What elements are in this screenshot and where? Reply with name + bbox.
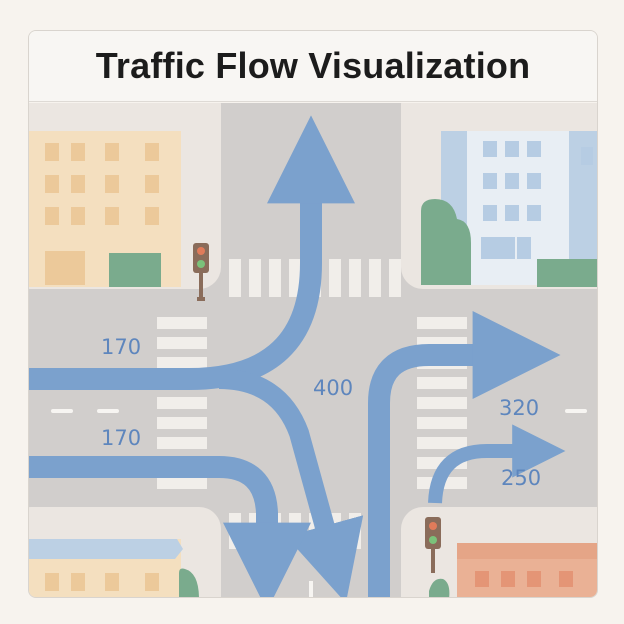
flow-label-east-lower: 250 xyxy=(501,466,541,490)
page-title: Traffic Flow Visualization xyxy=(95,45,531,86)
crosswalk-north xyxy=(229,259,401,297)
flow-label-east-upper: 320 xyxy=(499,396,539,420)
hedge xyxy=(109,253,161,287)
traffic-light-icon xyxy=(425,517,441,573)
tree xyxy=(421,199,471,285)
flow-arrows xyxy=(29,115,566,597)
intersection-map: 170 170 400 320 250 xyxy=(29,103,597,597)
flow-arrow-west-to-south-straight xyxy=(218,369,364,597)
building-ne xyxy=(421,131,597,287)
flow-arrow-south-to-east xyxy=(368,311,561,597)
building-se xyxy=(429,543,597,597)
flow-arrow-south-to-east-lower xyxy=(428,424,566,504)
building-sw xyxy=(29,539,199,597)
title-bar: Traffic Flow Visualization xyxy=(29,31,597,102)
traffic-light-icon xyxy=(193,243,209,301)
flow-label-west-upper: 170 xyxy=(101,335,141,359)
flow-label-center: 400 xyxy=(313,376,353,400)
flow-label-west-lower: 170 xyxy=(101,426,141,450)
building-nw xyxy=(29,131,181,287)
hedge xyxy=(537,259,597,287)
flow-arrow-west-to-north xyxy=(29,115,355,390)
diagram-frame: Traffic Flow Visualization xyxy=(28,30,598,598)
flow-arrow-west-to-south xyxy=(29,456,311,597)
